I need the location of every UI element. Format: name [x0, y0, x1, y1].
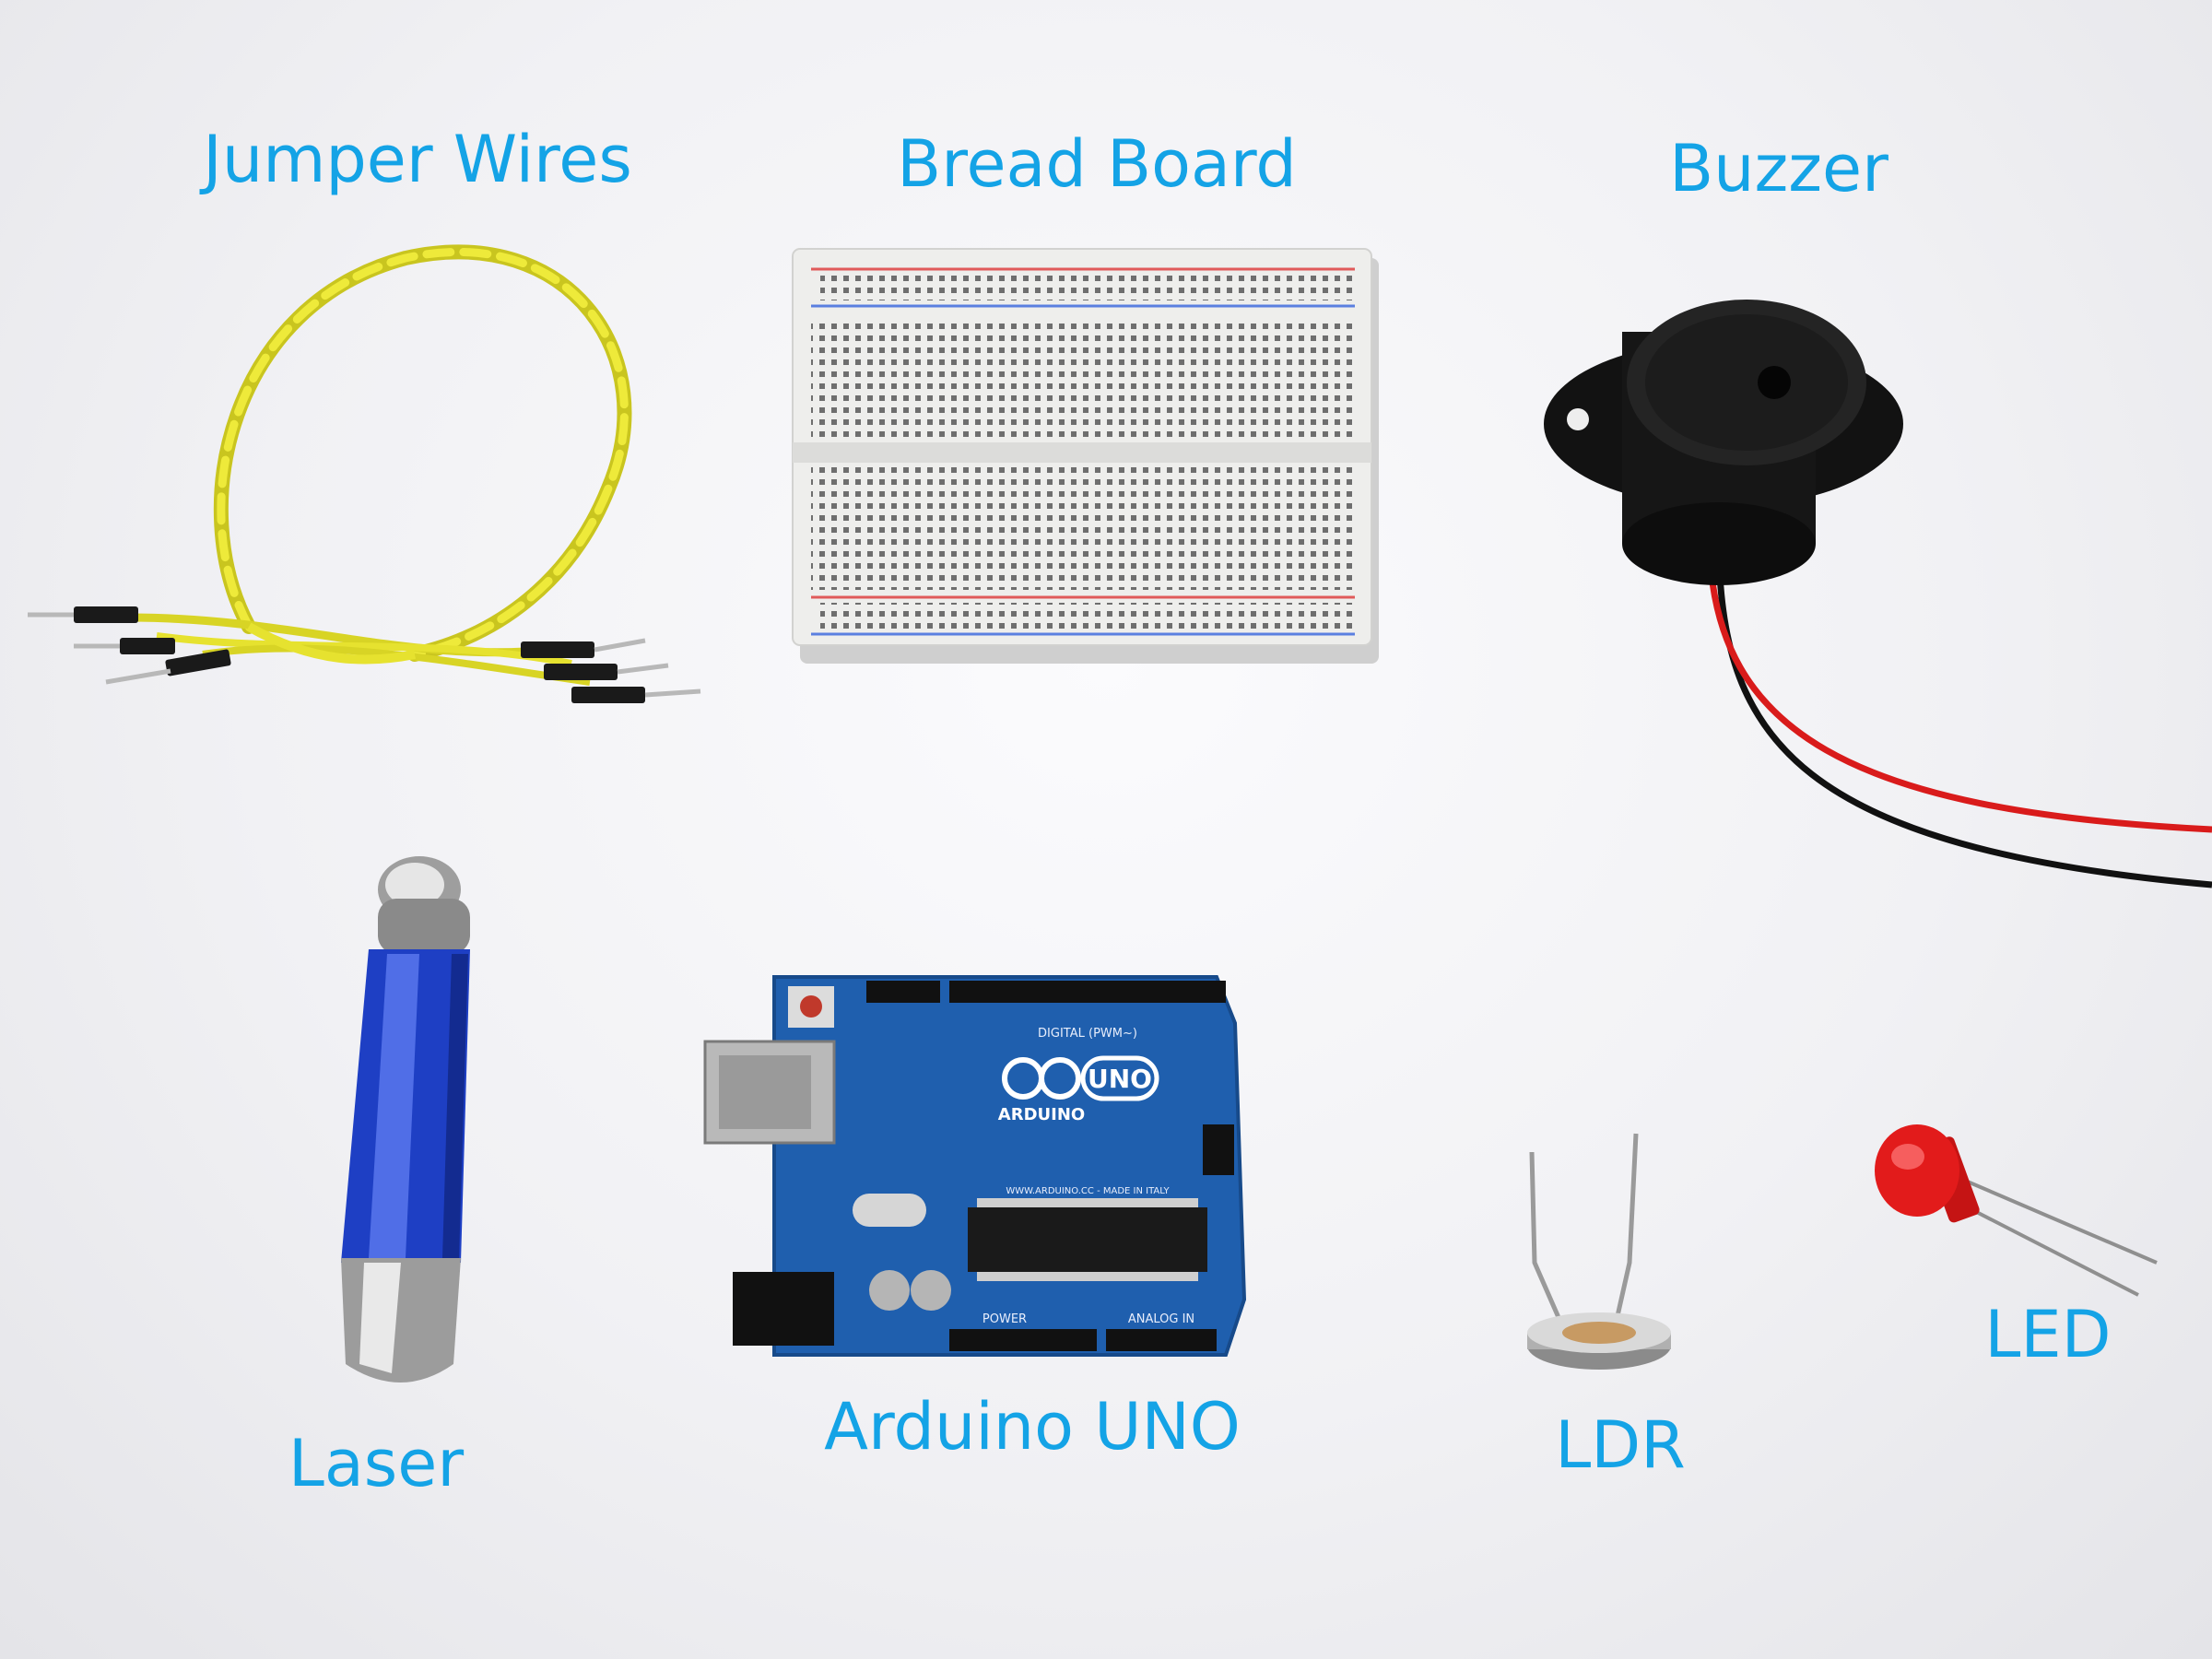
label-arduino-uno: Arduino UNO — [824, 1389, 1241, 1465]
board-power-label: POWER — [982, 1312, 1027, 1326]
laser-photo — [313, 848, 498, 1410]
label-bread-board: Bread Board — [897, 126, 1297, 202]
board-uno-mark: UNO — [1088, 1064, 1152, 1094]
board-analog-label: ANALOG IN — [1128, 1312, 1194, 1326]
board-made-in-label: WWW.ARDUINO.CC - MADE IN ITALY — [1006, 1186, 1170, 1196]
ldr-photo — [1512, 1124, 1677, 1382]
board-digital-label: DIGITAL (PWM~) — [1038, 1027, 1137, 1041]
label-jumper-wires: Jumper Wires — [203, 122, 632, 197]
label-buzzer: Buzzer — [1669, 131, 1888, 206]
arduino-board-photo: UNO ARDUINO DIGITAL (PWM~) WWW.ARDUINO.C… — [700, 968, 1253, 1364]
board-brand-name: ARDUINO — [998, 1105, 1085, 1124]
label-led: LED — [1984, 1297, 2112, 1372]
arduino-logo — [1002, 1055, 1159, 1101]
label-ldr: LDR — [1555, 1407, 1686, 1483]
breadboard-photo — [792, 248, 1382, 664]
jumper-wires-photo — [18, 230, 719, 728]
label-laser: Laser — [288, 1426, 465, 1501]
buzzer-photo — [1539, 295, 2212, 959]
led-photo — [1862, 1115, 2175, 1309]
